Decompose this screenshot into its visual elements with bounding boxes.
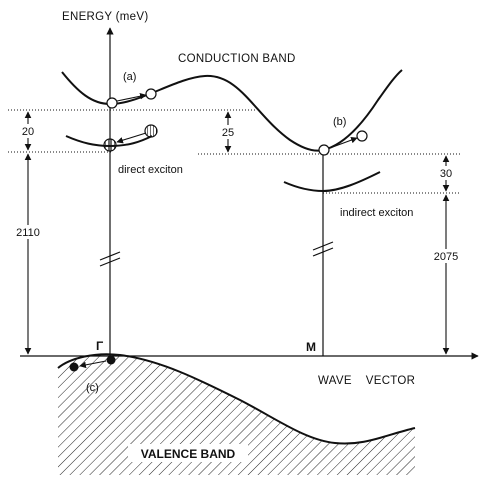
gamma-label: Γ bbox=[96, 339, 104, 353]
m-break-2 bbox=[312, 247, 334, 257]
direct-exciton-label: direct exciton bbox=[118, 164, 183, 176]
electron-b-1 bbox=[318, 144, 330, 156]
electron-a-2 bbox=[145, 88, 157, 100]
energy-indirect-binding: 30 bbox=[440, 168, 452, 180]
point-c-label: (c) bbox=[86, 382, 99, 394]
label-bg-2110 bbox=[10, 225, 46, 239]
m-label: M bbox=[306, 340, 316, 354]
energy-direct-binding: 20 bbox=[22, 126, 34, 138]
wave-vector-label: WAVE VECTOR bbox=[318, 375, 415, 387]
arrow-b bbox=[329, 136, 358, 149]
exciton-direct-2 bbox=[144, 124, 158, 138]
label-bg-2075 bbox=[428, 249, 464, 263]
indirect-exciton-label: indirect exciton bbox=[340, 207, 413, 219]
energy-valley-offset: 25 bbox=[222, 127, 234, 139]
arrow-a bbox=[116, 92, 147, 102]
exciton-direct-1 bbox=[103, 138, 117, 152]
point-b-label: (b) bbox=[333, 116, 346, 128]
valence-band-curve bbox=[57, 353, 416, 445]
gamma-break-1 bbox=[99, 251, 121, 261]
electron-b-2 bbox=[356, 130, 368, 142]
m-break-1 bbox=[312, 241, 334, 251]
indirect-exciton-curve bbox=[283, 171, 381, 193]
energy-direct-gap: 2110 bbox=[16, 227, 40, 239]
valence-label-bg bbox=[128, 444, 248, 462]
arrow-c bbox=[79, 360, 107, 369]
label-bg-30 bbox=[434, 166, 458, 180]
hole-c-2 bbox=[69, 362, 79, 372]
point-a-label: (a) bbox=[123, 71, 136, 83]
hole-c-1 bbox=[106, 355, 116, 365]
energy-indirect-gap: 2075 bbox=[434, 251, 458, 263]
label-bg-25 bbox=[216, 125, 240, 139]
valence-band-label: VALENCE BAND bbox=[141, 447, 236, 461]
electron-a-1 bbox=[106, 97, 118, 109]
gamma-break-2 bbox=[99, 257, 121, 267]
label-bg-20 bbox=[16, 124, 40, 138]
arrow-direct-exciton bbox=[116, 132, 147, 144]
energy-axis-label: ENERGY (meV) bbox=[62, 11, 148, 23]
conduction-band-label: CONDUCTION BAND bbox=[178, 53, 296, 65]
